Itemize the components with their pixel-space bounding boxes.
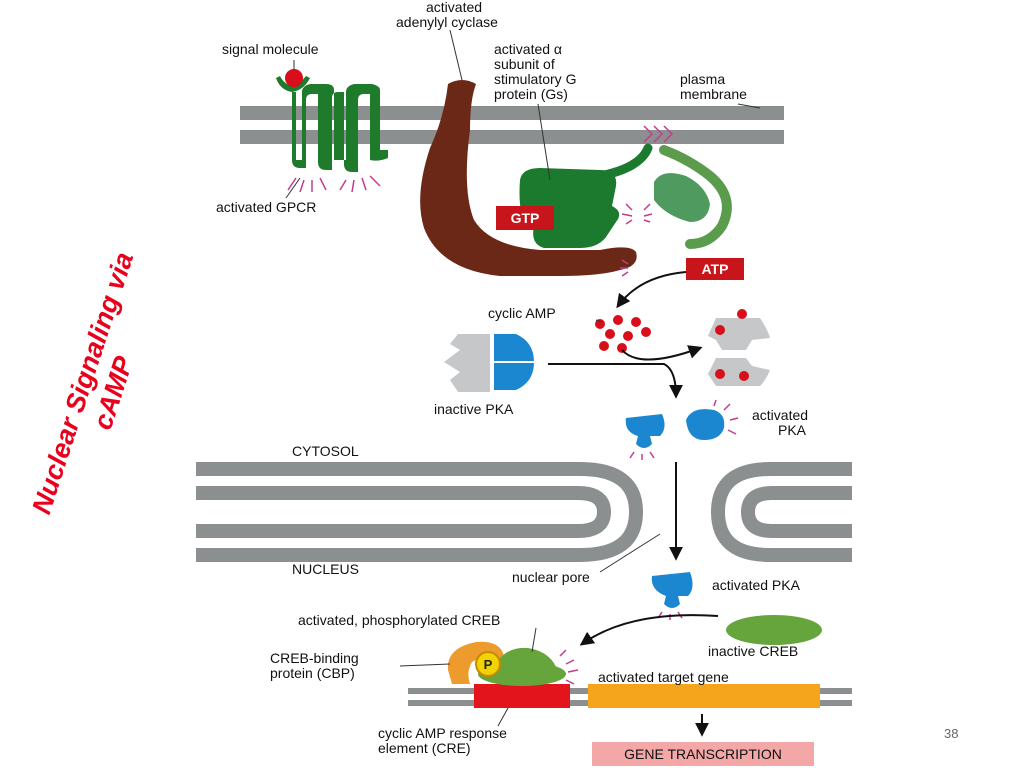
label-plasma-2: membrane bbox=[680, 86, 747, 102]
gpcr-activation-pulse bbox=[287, 175, 381, 193]
regulatory-subunit-upper bbox=[708, 318, 770, 350]
gtp-label: GTP bbox=[511, 210, 540, 226]
cre-segment bbox=[474, 684, 570, 708]
gs-alpha-tether bbox=[595, 143, 653, 181]
cbp-creb-complex: P bbox=[447, 641, 579, 686]
atp-to-camp-arrow bbox=[616, 271, 687, 309]
label-inactive-pka: inactive PKA bbox=[434, 401, 514, 417]
label-activated-pka-1: activated bbox=[752, 407, 808, 423]
label-cbp-1: CREB-binding bbox=[270, 650, 359, 666]
nuclear-envelope-right bbox=[710, 462, 852, 562]
atp-tag-box bbox=[686, 258, 744, 280]
leader-lines bbox=[285, 29, 761, 727]
label-inactive-creb: inactive CREB bbox=[708, 643, 798, 659]
target-gene-segment bbox=[588, 684, 820, 708]
adenylyl-cyclase bbox=[420, 80, 637, 276]
nuclear-envelope-left bbox=[196, 462, 644, 562]
gpcr-coil bbox=[292, 84, 388, 172]
phosphate-label: P bbox=[484, 657, 493, 672]
inactive-pka-regulatory bbox=[444, 334, 490, 392]
label-gs-3: stimulatory G bbox=[494, 71, 576, 87]
gene-transcription-bg bbox=[592, 742, 814, 766]
gs-beta-gamma-core bbox=[654, 173, 710, 222]
gs-beta-gamma bbox=[659, 145, 732, 249]
label-nucleus: NUCLEUS bbox=[292, 561, 359, 577]
label-cre-1: cyclic AMP response bbox=[378, 725, 507, 741]
pka-regulatory-bound-camp bbox=[708, 309, 770, 386]
regulatory-subunit-lower bbox=[708, 358, 770, 386]
dna-strand bbox=[408, 684, 852, 708]
activated-pka-cytosol bbox=[625, 399, 739, 460]
activated-pka-subunit-2 bbox=[686, 409, 725, 440]
label-gs-1: activated α bbox=[494, 41, 562, 57]
label-cytosol: CYTOSOL bbox=[292, 443, 359, 459]
label-gs-4: protein (Gs) bbox=[494, 86, 568, 102]
activated-pka-nucleus-body bbox=[651, 572, 693, 608]
gtp-tag: GTP bbox=[496, 206, 554, 230]
inactive-creb-shape bbox=[726, 615, 822, 645]
camp-molecules bbox=[595, 315, 651, 353]
gpcr-antenna bbox=[276, 76, 310, 92]
pathway-arrows bbox=[548, 271, 719, 737]
phospho-creb-hump bbox=[494, 647, 558, 672]
label-activated-cyclase-1: activated bbox=[426, 0, 482, 15]
phosphate-circle bbox=[475, 651, 501, 677]
label-activated-pka-2: PKA bbox=[778, 422, 807, 438]
label-cyclic-amp: cyclic AMP bbox=[488, 305, 556, 321]
atp-tag: ATP bbox=[686, 258, 744, 280]
atp-label: ATP bbox=[702, 261, 729, 277]
label-signal-molecule: signal molecule bbox=[222, 41, 319, 57]
adenylyl-cyclase-body bbox=[420, 80, 637, 276]
pka-release-arrow bbox=[548, 363, 683, 399]
label-activated-cyclase-2: adenylyl cyclase bbox=[396, 14, 498, 30]
creb-phosphorylation-arrow bbox=[579, 614, 719, 646]
gs-link-pulse bbox=[620, 125, 674, 277]
activated-pka-subunit-1 bbox=[625, 414, 665, 448]
diagram-labels: signal molecule activated adenylyl cycla… bbox=[216, 0, 808, 756]
signal-molecule-dot bbox=[285, 69, 303, 87]
label-target-gene: activated target gene bbox=[598, 669, 729, 685]
label-cre-2: element (CRE) bbox=[378, 740, 471, 756]
activated-pka-nucleus bbox=[651, 572, 693, 620]
nuclear-envelope bbox=[196, 462, 852, 562]
slide-number: 38 bbox=[944, 726, 959, 741]
label-plasma-1: plasma bbox=[680, 71, 725, 87]
gene-transcription-label: GENE TRANSCRIPTION bbox=[624, 746, 782, 762]
label-activated-pka-nucleus: activated PKA bbox=[712, 577, 801, 593]
gpcr-receptor bbox=[276, 69, 388, 193]
gene-transcription-box: GENE TRANSCRIPTION bbox=[592, 742, 814, 766]
creb-pulse bbox=[559, 649, 579, 685]
label-activated-gpcr: activated GPCR bbox=[216, 199, 316, 215]
camp-to-regulatory-arrow bbox=[621, 345, 703, 361]
inactive-pka bbox=[444, 334, 534, 392]
label-phospho-creb: activated, phosphorylated CREB bbox=[298, 612, 500, 628]
gtp-tag-box bbox=[496, 206, 554, 230]
label-gs-2: subunit of bbox=[494, 56, 555, 72]
label-cbp-2: protein (CBP) bbox=[270, 665, 355, 681]
nuclear-envelope-right-inner bbox=[740, 486, 852, 538]
nuclear-envelope-left-inner bbox=[196, 486, 612, 538]
label-nuclear-pore: nuclear pore bbox=[512, 569, 590, 585]
activated-pka-pulse bbox=[629, 399, 739, 460]
